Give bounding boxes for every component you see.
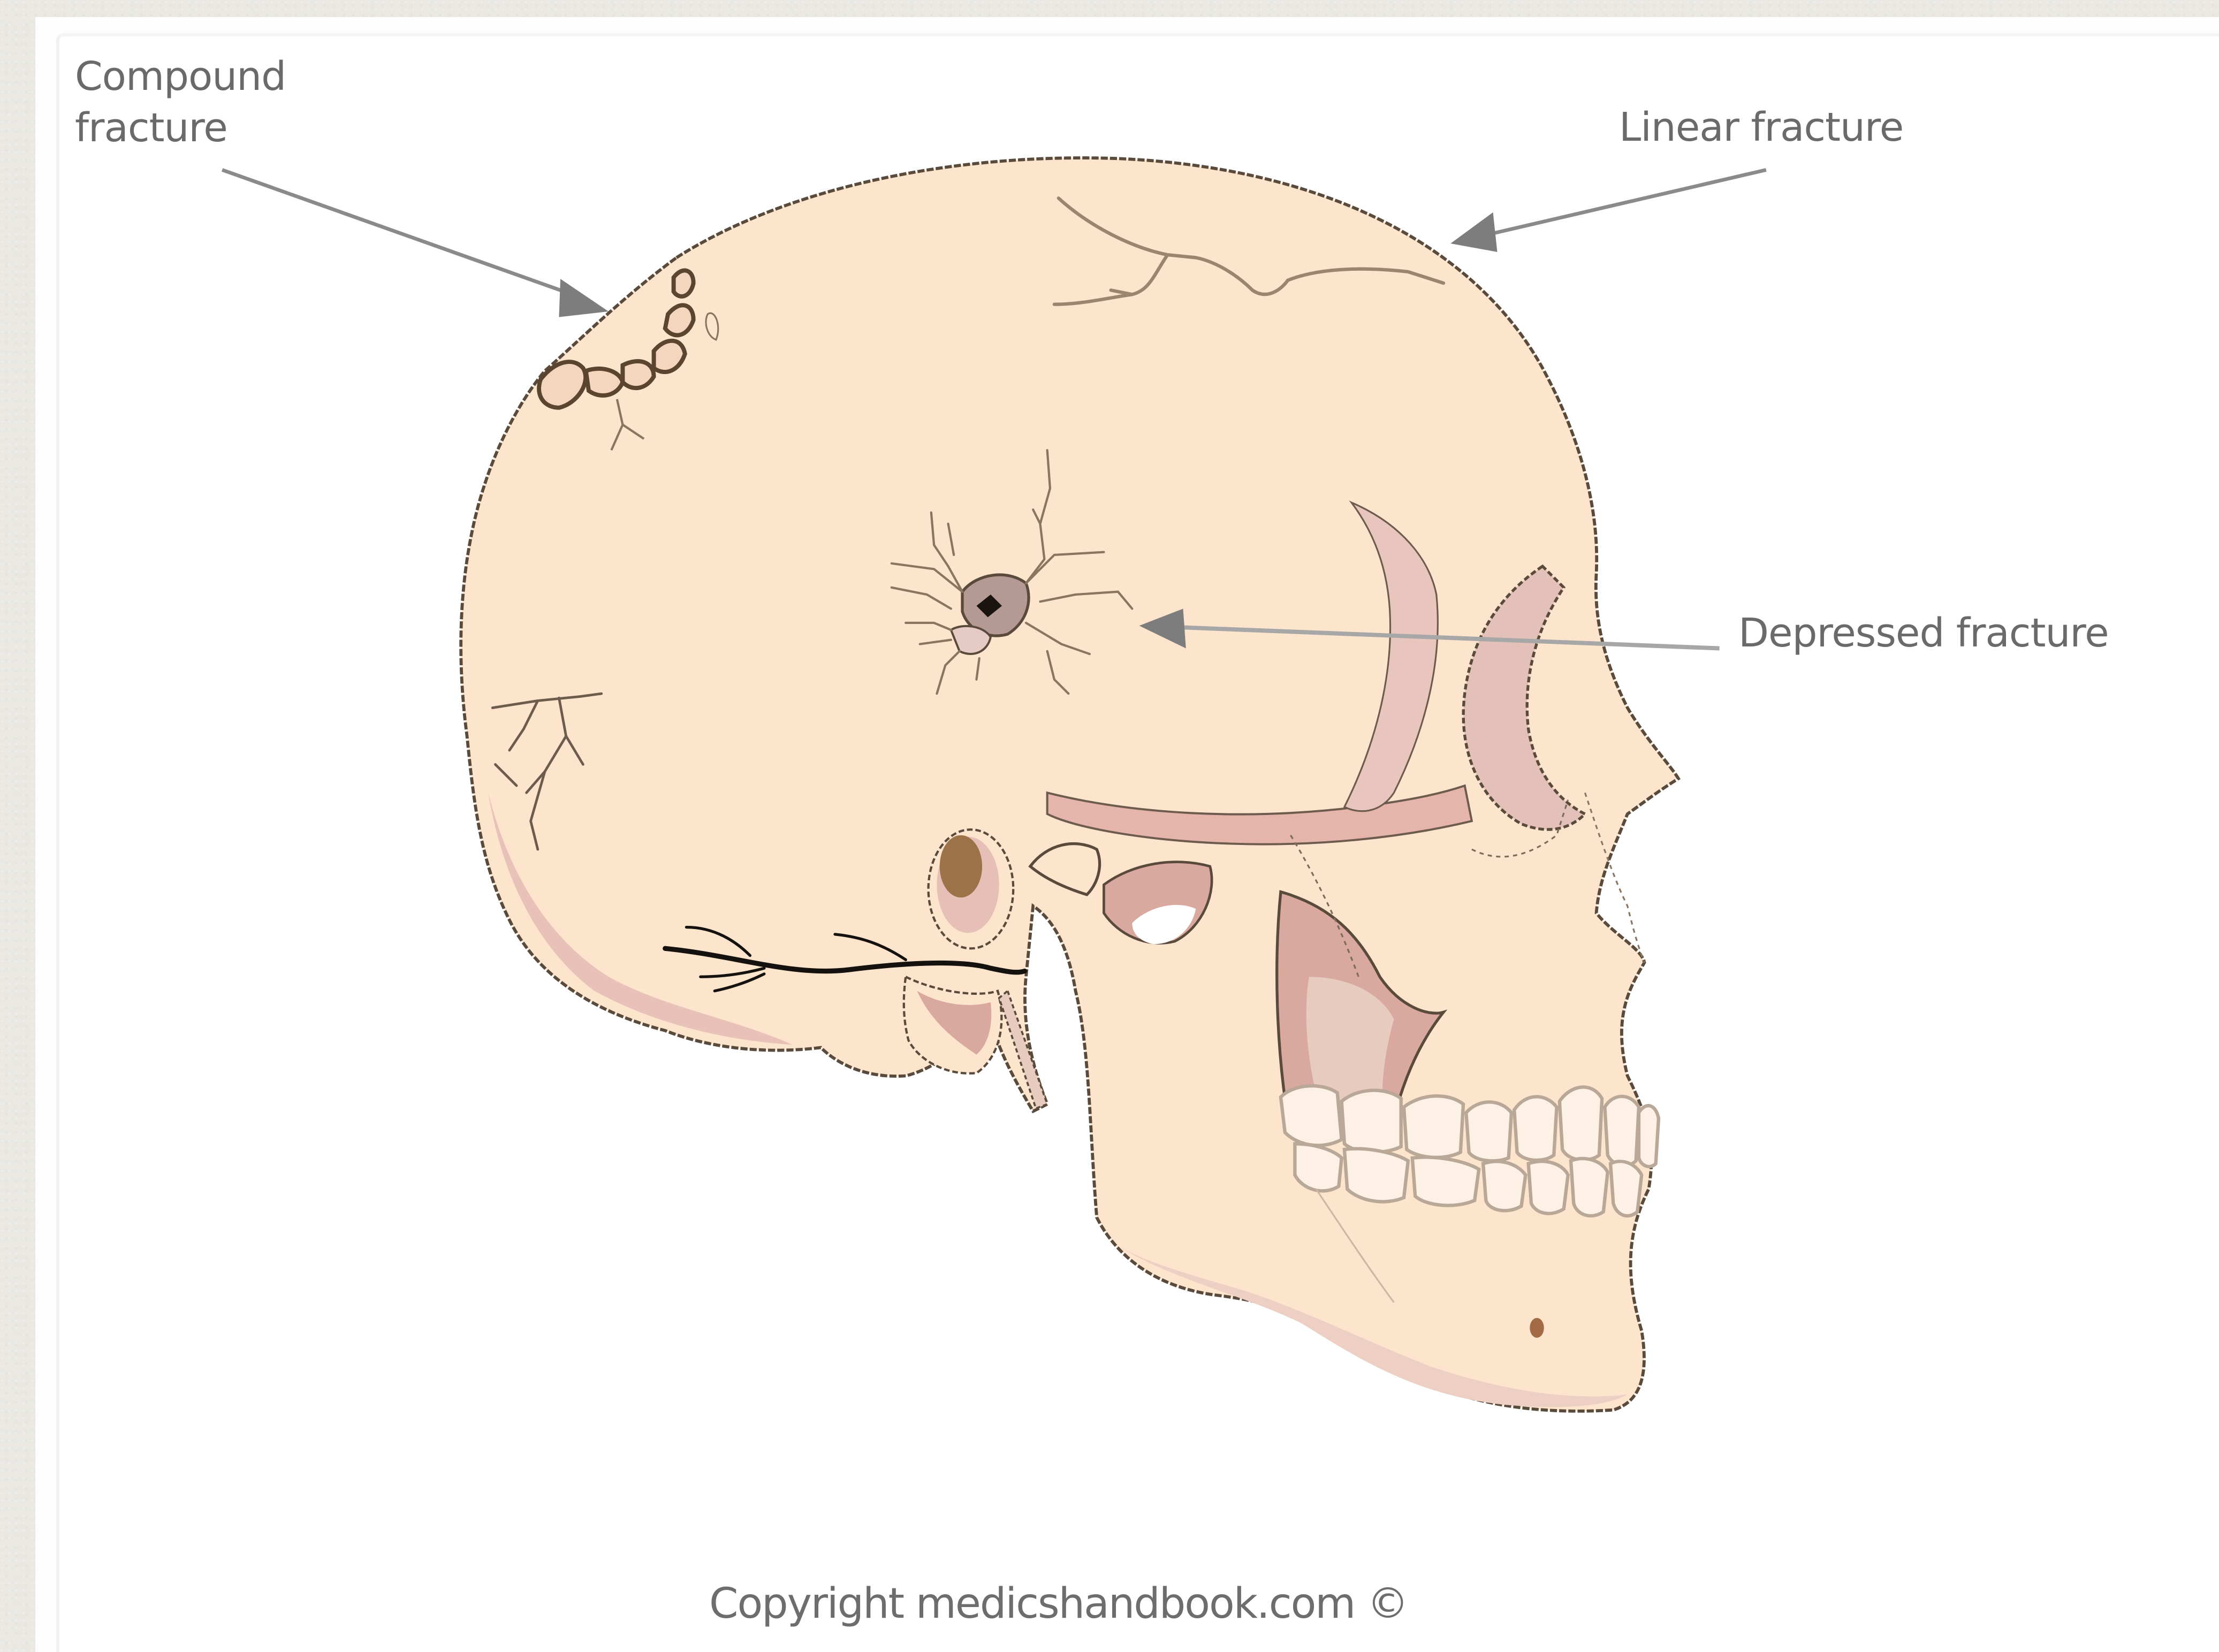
depressed-arrowhead [1139, 608, 1186, 649]
linear-fracture-label: Linear fracture [1619, 104, 1904, 150]
depressed-fracture-label: Depressed fracture [1738, 610, 2109, 656]
styloid-process [998, 989, 1049, 1110]
mandibular-notch-hole [1132, 904, 1196, 945]
compound-arrowhead [559, 279, 609, 317]
linear-fracture [1052, 196, 1446, 306]
mastoid-shadow [917, 991, 992, 1055]
arrows [221, 168, 1767, 651]
temporal-ridge [1343, 500, 1439, 812]
occipital-fracture [491, 692, 603, 851]
lower-teeth [1293, 1142, 1644, 1218]
depressed-fracture [890, 449, 1134, 695]
compound-label-line1: Compound [75, 54, 286, 100]
maxillary-cavity [1280, 878, 1444, 1008]
compound-fracture-label: Compound fracture [75, 51, 375, 154]
coronal-suture [1290, 834, 1359, 977]
linear-arrowhead [1450, 212, 1498, 252]
depressed-arrow-line [1174, 625, 1720, 651]
occipital-shadow [488, 793, 793, 1045]
upper-teeth [1279, 1084, 1661, 1169]
compound-fracture-crack [610, 399, 645, 451]
compound-fracture [537, 268, 696, 410]
mental-foramen [1530, 1318, 1544, 1338]
basal-fracture [663, 925, 1027, 993]
zygomatic-suture [1471, 800, 1569, 858]
copyright-notice: Copyright medicshandbook.com © [709, 1580, 1409, 1628]
zygomatic-arch [1046, 784, 1473, 846]
orbit [1462, 564, 1587, 831]
condyle [1028, 842, 1101, 896]
compound-fracture-chip [705, 312, 719, 341]
ear-canal [939, 835, 983, 898]
oblique-line [1315, 1189, 1395, 1303]
infratemporal-fossa-light [1306, 977, 1394, 1118]
compound-label-line2: fracture [75, 105, 228, 151]
linear-arrow-line [1485, 168, 1767, 237]
skull-illustration [459, 156, 1681, 1413]
nasal-bone [1584, 792, 1645, 963]
compound-arrow-line [221, 168, 581, 299]
